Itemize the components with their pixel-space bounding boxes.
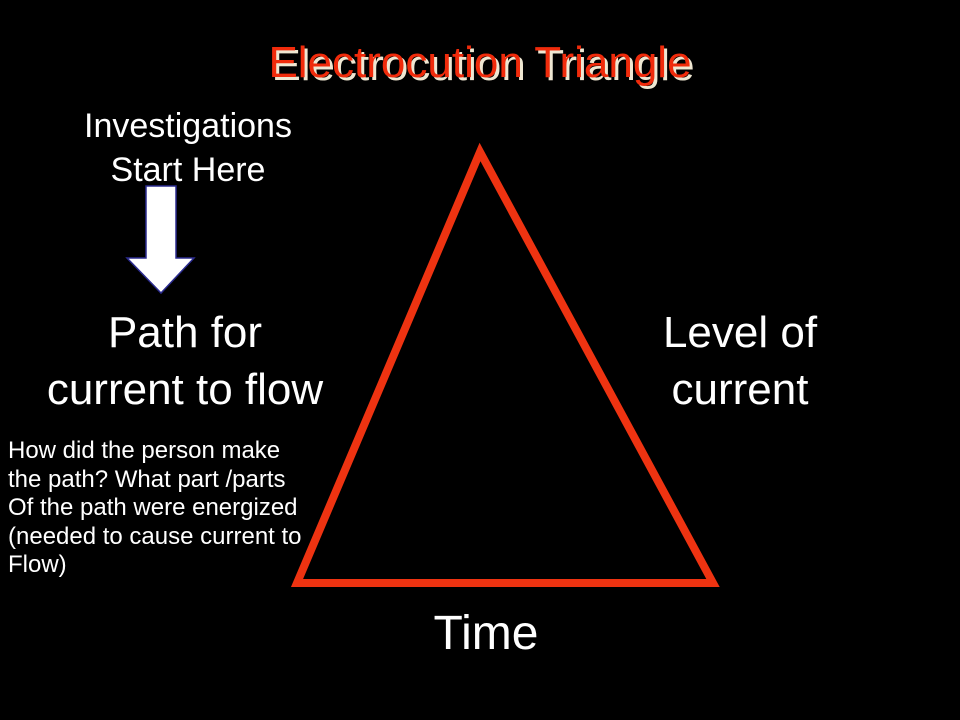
time-label: Time [433,607,539,660]
investigations-start-note: Investigations Start Here [84,107,292,189]
path-detail-text: How did the person make the path? What p… [8,437,302,578]
slide-title: Electrocution Triangle [268,38,692,87]
down-arrow-icon [125,185,196,295]
level-of-current-label: Level of current [662,308,818,414]
path-for-current-label: Path for current to flow [46,308,324,414]
triangle-shape [290,142,720,587]
